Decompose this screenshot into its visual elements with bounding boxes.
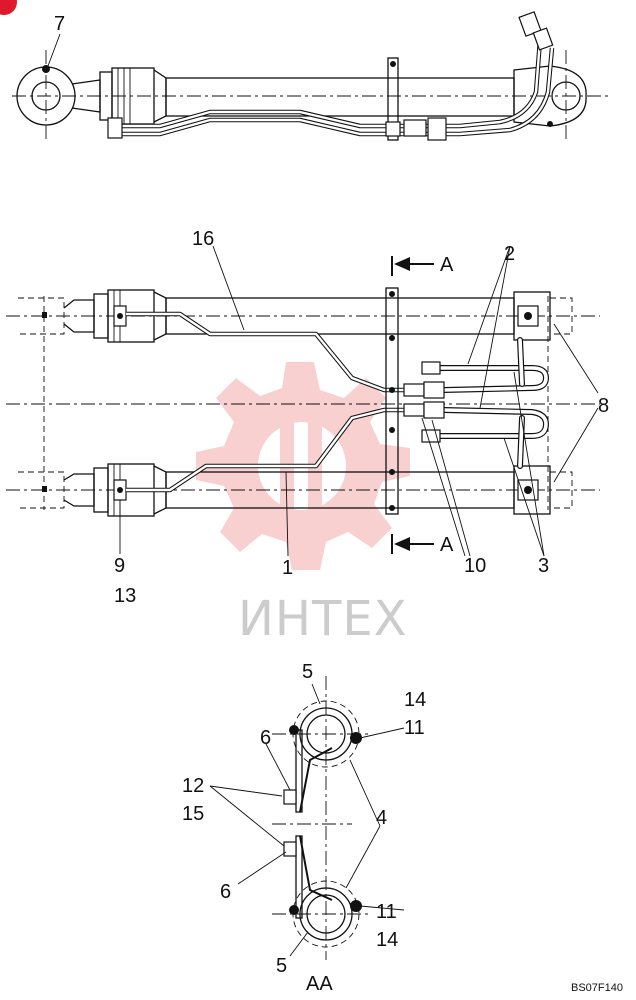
section-marker-top: A [440,254,454,276]
callout-6-bottom: 6 [220,881,231,903]
callout-4: 4 [376,807,387,829]
callout-14-top: 14 [404,689,426,711]
callout-13: 13 [114,585,136,607]
callout-1: 1 [282,557,293,579]
callout-11-top: 11 [404,717,425,739]
drawing-code: BS07F140 [571,982,623,994]
section-marker-bottom: A [440,534,454,556]
callout-3: 3 [538,555,549,577]
callout-6-top: 6 [260,727,271,749]
callout-11-bottom: 11 [376,901,397,923]
corner-badge [0,0,17,15]
cylinder-side-view [12,11,610,141]
callout-5-top: 5 [302,661,313,683]
callout-16: 16 [192,228,214,250]
cylinders-top-view [6,245,600,557]
section-view-title: AA [306,973,333,995]
watermark-text: ИНТЕХ [238,591,408,647]
callout-5-bottom: 5 [276,955,287,977]
callout-12: 12 [182,775,204,797]
section-view-aa [209,676,405,960]
callout-10: 10 [464,555,486,577]
callout-14-bottom: 14 [376,929,398,951]
callout-8: 8 [598,395,609,417]
callout-2: 2 [504,243,515,265]
callout-9: 9 [114,555,125,577]
callout-15: 15 [182,803,204,825]
callout-7: 7 [54,13,65,35]
